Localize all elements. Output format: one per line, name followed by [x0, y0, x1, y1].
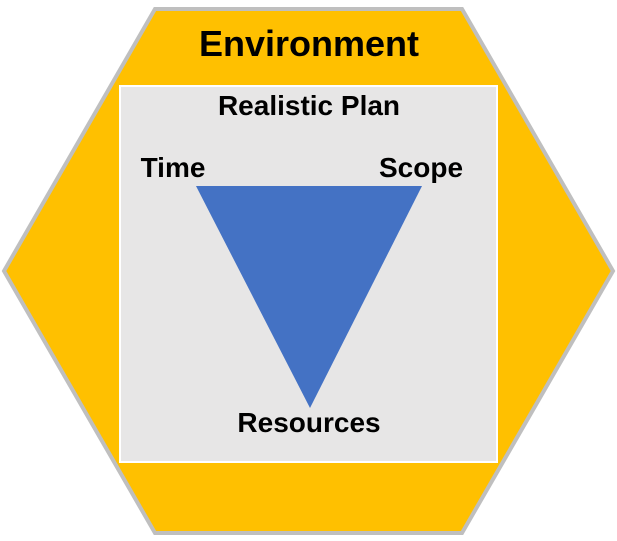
time-label: Time [141, 152, 206, 183]
scope-label: Scope [379, 152, 463, 183]
environment-label: Environment [199, 23, 419, 64]
triangle [196, 186, 422, 408]
resources-label: Resources [237, 407, 380, 438]
plan-label: Realistic Plan [218, 90, 400, 121]
